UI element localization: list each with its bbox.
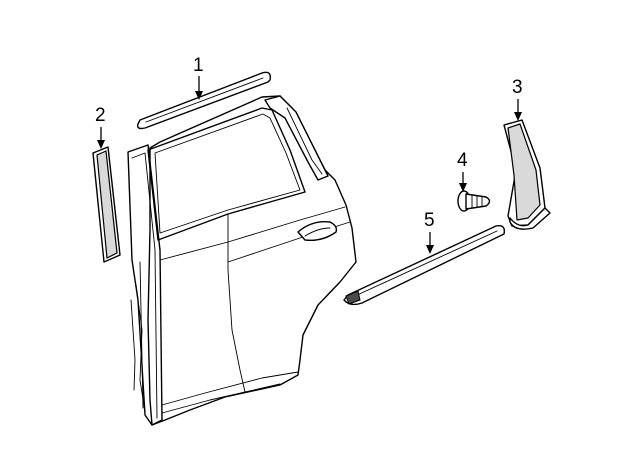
callout-1: 1 [193, 55, 204, 100]
part-3-flare-molding [503, 119, 551, 230]
callout-3: 3 [512, 77, 523, 121]
part-5-body-molding [343, 224, 506, 306]
callout-5-label: 5 [424, 210, 435, 231]
callout-4: 4 [457, 150, 468, 192]
rear-door [127, 95, 357, 426]
callout-4-label: 4 [457, 150, 468, 171]
part-2-pillar-applique [92, 146, 121, 263]
callout-2-label: 2 [95, 105, 106, 126]
callout-5: 5 [424, 210, 435, 254]
callout-3-label: 3 [512, 77, 523, 98]
part-4-clip [457, 190, 491, 212]
part-1-roof-molding [136, 71, 272, 130]
callout-2: 2 [95, 105, 106, 149]
callout-1-label: 1 [193, 55, 204, 76]
